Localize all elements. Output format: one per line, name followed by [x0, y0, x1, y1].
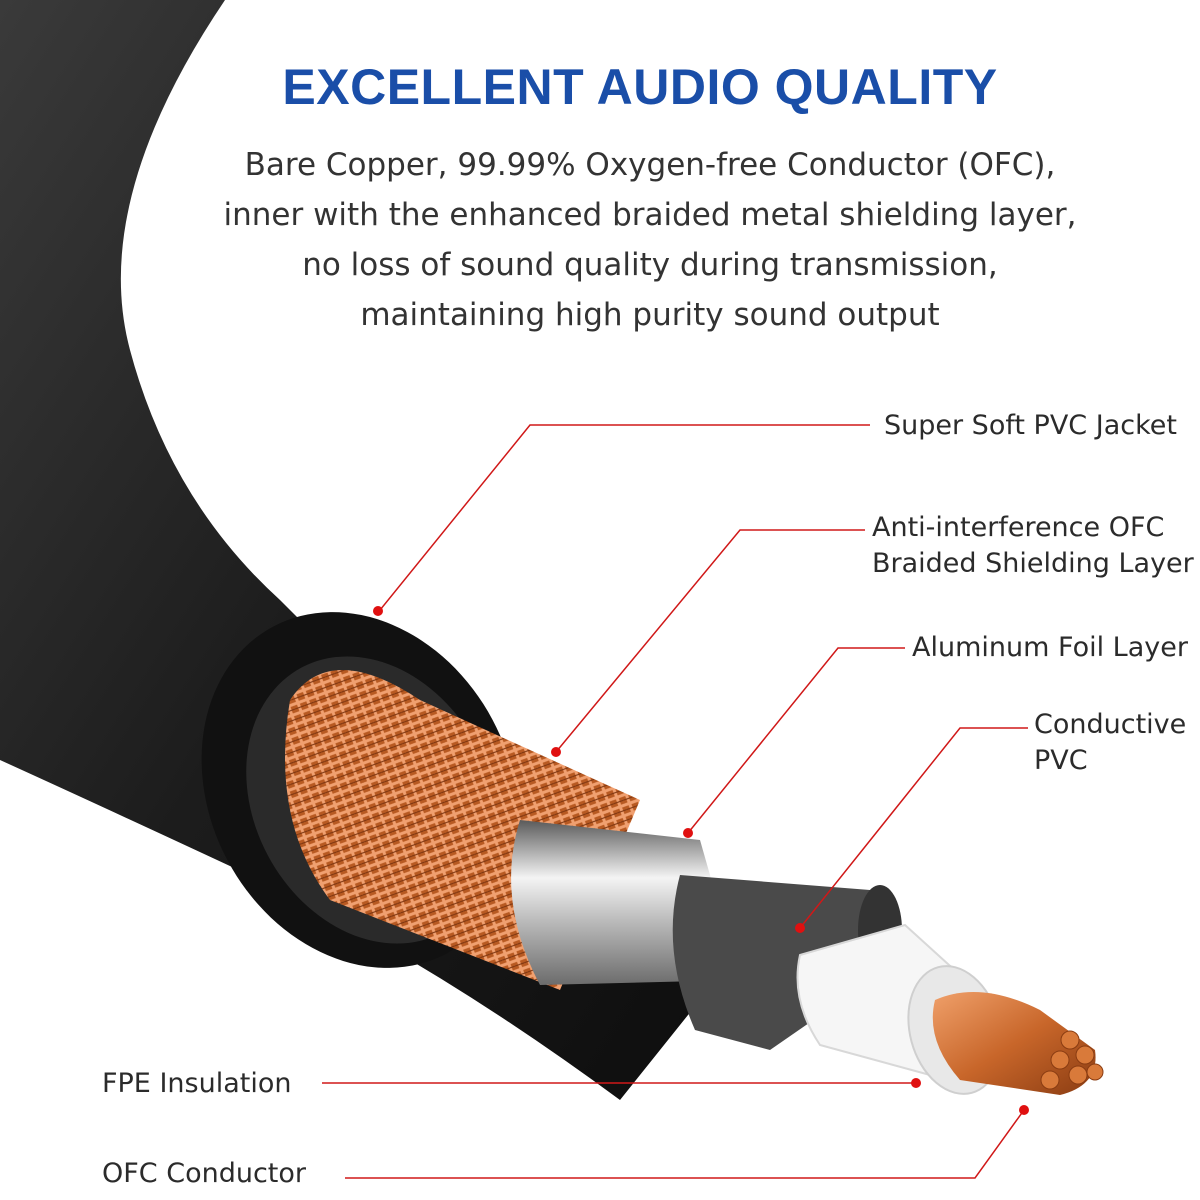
marker-dot-foil	[683, 828, 693, 838]
description-line: no loss of sound quality during transmis…	[302, 247, 998, 283]
marker-dot-jacket	[373, 606, 383, 616]
marker-dot-ofc	[1019, 1105, 1029, 1115]
callout-line: Braided Shielding Layer	[872, 548, 1194, 579]
page-title: EXCELLENT AUDIO QUALITY	[282, 59, 998, 115]
conductive-pvc-layer	[672, 875, 901, 1050]
callout-braid: Anti-interference OFC Braided Shielding …	[872, 510, 1194, 582]
leader-line-foil	[687, 647, 905, 834]
marker-dot-conductive-pvc	[795, 923, 805, 933]
callout-conductive-pvc: Conductive PVC	[1034, 707, 1186, 779]
callout-line: Super Soft PVC Jacket	[884, 410, 1177, 441]
conductor-end-strands	[1040, 1030, 1104, 1090]
callout-foil: Aluminum Foil Layer	[912, 630, 1188, 666]
leader-line-conductive-pvc	[799, 727, 1028, 929]
ofc-conductor-strands	[932, 992, 1096, 1095]
description-text: Bare Copper, 99.99% Oxygen-free Conducto…	[150, 140, 1150, 340]
leader-line-ofc	[345, 1109, 1025, 1179]
callout-line: FPE Insulation	[102, 1068, 292, 1099]
callout-line: OFC Conductor	[102, 1158, 307, 1189]
description-line: Bare Copper, 99.99% Oxygen-free Conducto…	[244, 147, 1056, 183]
callout-line: Conductive	[1034, 709, 1187, 740]
callout-line: PVC	[1034, 745, 1088, 776]
callout-line: Aluminum Foil Layer	[912, 632, 1188, 663]
leader-line-jacket	[379, 424, 870, 611]
description-line: maintaining high purity sound output	[360, 297, 940, 333]
callout-jacket: Super Soft PVC Jacket	[884, 408, 1177, 444]
marker-dot-braid	[551, 747, 561, 757]
callout-fpe: FPE Insulation	[102, 1066, 291, 1102]
callout-line: Anti-interference OFC	[872, 512, 1165, 543]
leader-line-braid	[555, 529, 865, 753]
description-line: inner with the enhanced braided metal sh…	[223, 197, 1077, 233]
marker-dot-fpe	[911, 1078, 921, 1088]
cable-jacket-body	[0, 0, 700, 1100]
callout-ofc: OFC Conductor	[102, 1156, 306, 1192]
